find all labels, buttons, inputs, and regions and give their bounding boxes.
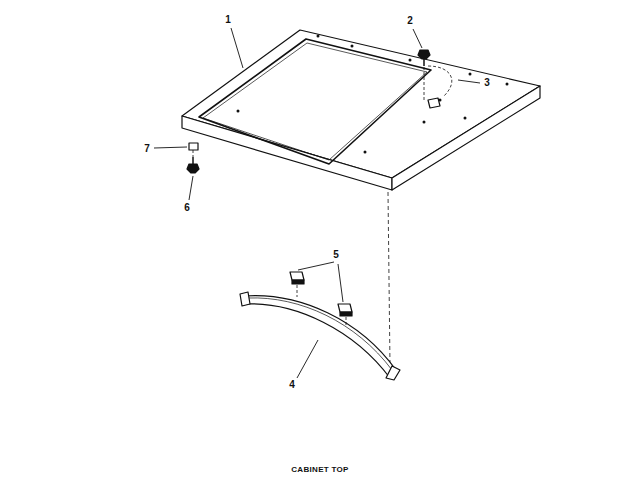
callout-number: 3	[484, 78, 490, 88]
mounting-holes	[237, 35, 509, 154]
callout-number: 7	[144, 144, 150, 154]
recess-outline	[199, 39, 431, 164]
callout-number: 5	[333, 250, 339, 260]
callout-number: 6	[184, 203, 190, 213]
screw	[418, 50, 430, 66]
clip	[428, 98, 440, 108]
cabinet-top-side	[392, 86, 540, 190]
screw	[187, 157, 199, 173]
caption: CABINET TOP	[291, 466, 348, 474]
pad	[290, 272, 352, 316]
cabinet-top-front	[182, 116, 392, 190]
recess-inner	[203, 43, 427, 160]
cabinet-top-face	[182, 30, 540, 178]
callout-number: 1	[225, 15, 231, 25]
callout-number: 2	[407, 16, 413, 26]
clip	[189, 143, 198, 150]
leader-lines	[154, 28, 480, 378]
callout-number: 4	[289, 380, 295, 390]
front-bar	[240, 292, 400, 380]
